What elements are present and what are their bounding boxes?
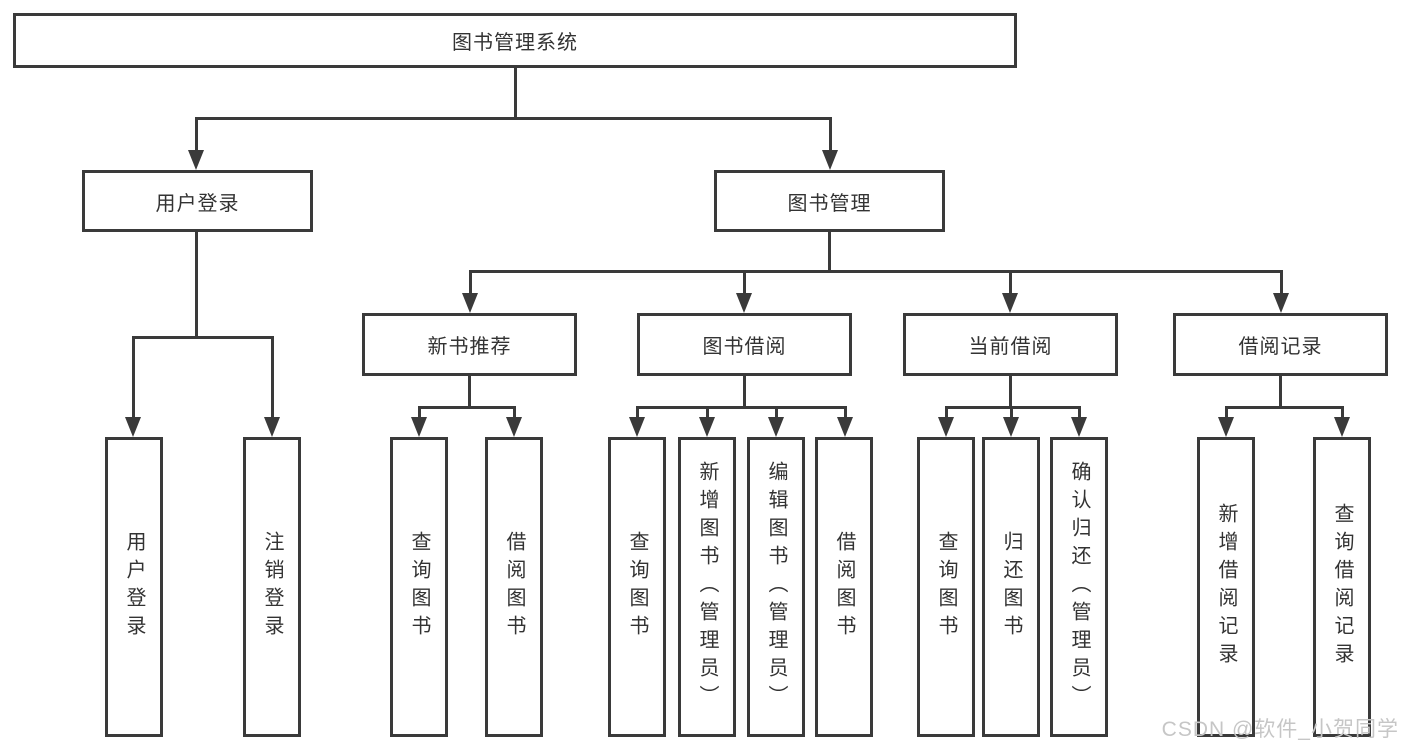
- leaf-edit-books-admin: 编辑图书（管理员）: [747, 437, 805, 737]
- node-label: 图书借阅: [702, 336, 787, 358]
- connector-vline: [1009, 376, 1012, 407]
- leaf-logout: 注销登录: [243, 437, 301, 737]
- arrow-down-icon: [1334, 406, 1350, 437]
- arrow-down-icon: [768, 406, 784, 437]
- leaf-borrow-books: 借阅图书: [815, 437, 873, 737]
- leaf-label: 确认归还（管理员）: [1068, 461, 1090, 713]
- arrow-down-icon: [1003, 406, 1019, 437]
- connector-hline: [133, 336, 274, 339]
- connector-vline: [514, 68, 517, 118]
- connector-vline: [828, 232, 831, 272]
- connector-hline: [946, 406, 1080, 409]
- node-new-book-recommend: 新书推荐: [362, 313, 577, 376]
- leaf-query-books-current: 查询图书: [917, 437, 975, 737]
- leaf-label: 新增借阅记录: [1215, 503, 1237, 671]
- leaf-label: 注销登录: [261, 531, 283, 643]
- arrow-down-icon: [411, 406, 427, 437]
- leaf-user-login: 用户登录: [105, 437, 163, 737]
- arrow-down-icon: [506, 406, 522, 437]
- leaf-label: 借阅图书: [833, 531, 855, 643]
- leaf-label: 查询图书: [935, 531, 957, 643]
- arrow-down-icon: [629, 406, 645, 437]
- connector-vline: [195, 232, 198, 337]
- arrow-down-icon: [736, 270, 752, 313]
- leaf-label: 用户登录: [123, 531, 145, 643]
- arrow-down-icon: [1218, 406, 1234, 437]
- connector-vline: [743, 376, 746, 407]
- leaf-label: 借阅图书: [503, 531, 525, 643]
- leaf-add-books-admin: 新增图书（管理员）: [678, 437, 736, 737]
- leaf-label: 归还图书: [1000, 531, 1022, 643]
- arrow-down-icon: [1071, 406, 1087, 437]
- connector-hline: [196, 117, 831, 120]
- node-label: 当前借阅: [968, 336, 1053, 358]
- leaf-label: 编辑图书（管理员）: [765, 461, 787, 713]
- arrow-down-icon: [188, 117, 204, 170]
- arrow-down-icon: [1273, 270, 1289, 313]
- leaf-borrow-books-recommend: 借阅图书: [485, 437, 543, 737]
- connector-hline: [470, 270, 1282, 273]
- node-label: 图书管理系统: [452, 32, 578, 54]
- node-book-borrow: 图书借阅: [637, 313, 852, 376]
- leaf-label: 查询图书: [408, 531, 430, 643]
- leaf-query-borrow-record: 查询借阅记录: [1313, 437, 1371, 737]
- arrow-down-icon: [837, 406, 853, 437]
- leaf-label: 查询图书: [626, 531, 648, 643]
- leaf-add-borrow-record: 新增借阅记录: [1197, 437, 1255, 737]
- node-label: 用户登录: [155, 192, 240, 215]
- csdn-watermark: CSDN @软件_小贺同学: [1161, 718, 1399, 741]
- connector-vline: [1279, 376, 1282, 407]
- arrow-down-icon: [264, 336, 280, 437]
- arrow-down-icon: [822, 117, 838, 170]
- leaf-confirm-return-admin: 确认归还（管理员）: [1050, 437, 1108, 737]
- node-borrow-records: 借阅记录: [1173, 313, 1388, 376]
- arrow-down-icon: [699, 406, 715, 437]
- leaf-query-books-recommend: 查询图书: [390, 437, 448, 737]
- leaf-label: 查询借阅记录: [1331, 503, 1353, 671]
- connector-hline: [637, 406, 845, 409]
- arrow-down-icon: [125, 336, 141, 437]
- node-user-login: 用户登录: [82, 170, 313, 232]
- node-label: 新书推荐: [427, 336, 512, 358]
- connector-hline: [1226, 406, 1343, 409]
- connector-vline: [468, 376, 471, 407]
- arrow-down-icon: [938, 406, 954, 437]
- node-label: 借阅记录: [1238, 336, 1323, 358]
- node-library-management-system: 图书管理系统: [13, 13, 1017, 68]
- node-book-management: 图书管理: [714, 170, 945, 232]
- arrow-down-icon: [462, 270, 478, 313]
- node-current-borrow: 当前借阅: [903, 313, 1118, 376]
- leaf-label: 新增图书（管理员）: [696, 461, 718, 713]
- leaf-query-books-borrow: 查询图书: [608, 437, 666, 737]
- leaf-return-books: 归还图书: [982, 437, 1040, 737]
- node-label: 图书管理: [787, 192, 872, 215]
- connector-hline: [419, 406, 515, 409]
- arrow-down-icon: [1002, 270, 1018, 313]
